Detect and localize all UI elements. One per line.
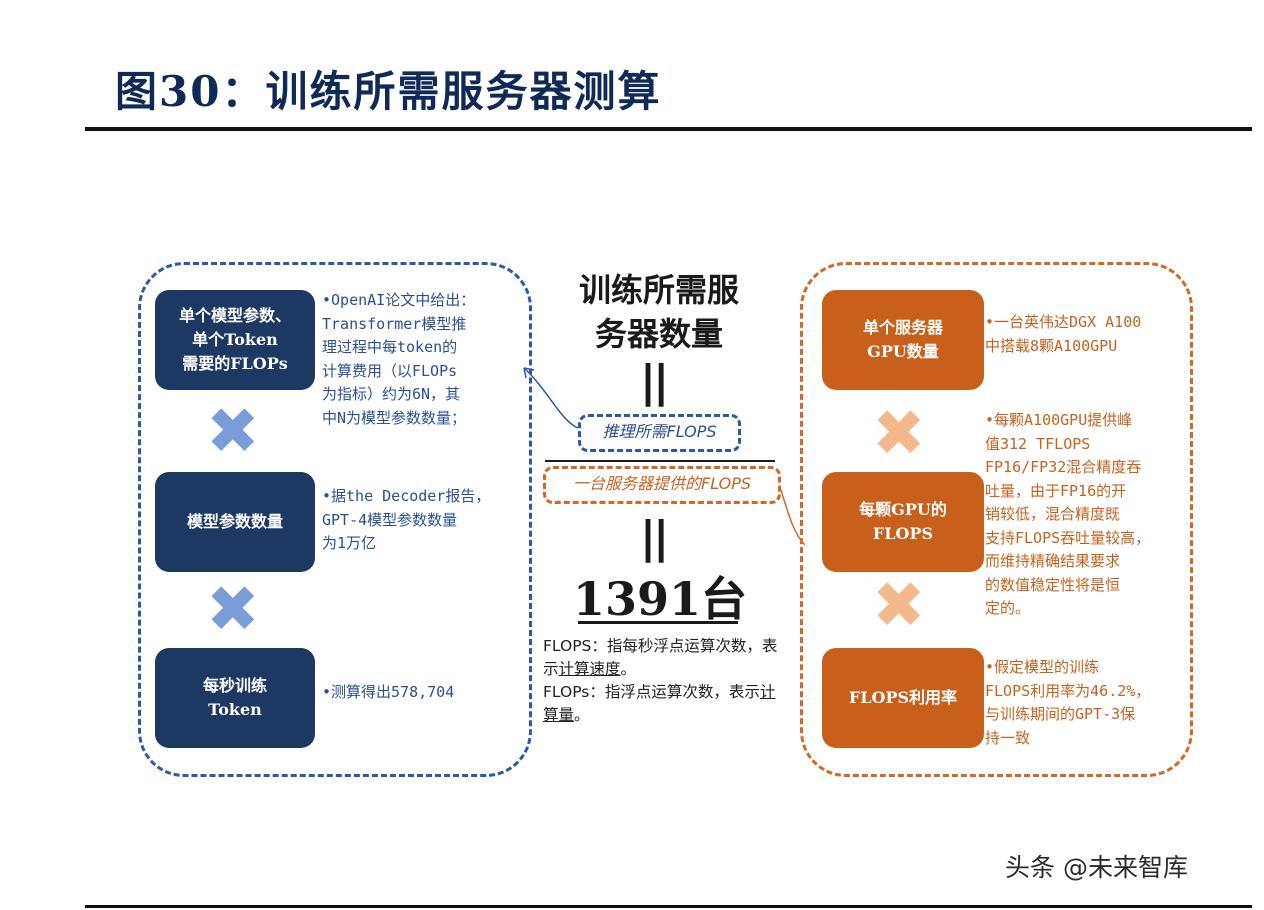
note-utilization: •假定模型的训练 FLOPS利用率为46.2%， 与训练期间的GPT-3保 持一… [985,658,1151,747]
box-flops-per-gpu: 每颗GPU的 FLOPS [822,472,984,572]
title-divider [85,127,1252,131]
connector-arrowhead [523,367,535,379]
right-dashed-panel [800,262,1193,777]
definition-flops-count: FLOPs：指浮点运算次数，表示计算量。 [543,683,776,724]
denominator-pill: 一台服务器提供的FLOPS [543,466,781,504]
multiply-icon: ✖ [206,573,260,647]
fraction-line [545,460,775,462]
note-tokens-result: •测算得出578,704 [322,683,455,701]
box-tokens-per-second: 每秒训练 Token [155,648,315,748]
box-flops-per-token: 单个模型参数、 单个Token 需要的FLOPs [155,290,315,390]
left-dashed-panel [138,262,532,777]
box-gpus-per-server: 单个服务器 GPU数量 [822,290,984,390]
equals-icon: || [640,356,669,407]
multiply-icon: ✖ [872,397,926,471]
box-flops-utilization: FLOPS利用率 [822,648,984,748]
connector-to-denominator [780,489,806,546]
note-openai-6n: •OpenAI论文中给出： Transformer模型推 理过程中每token的… [322,291,476,427]
result-value: 1391台 [572,572,748,626]
note-gpt4-params: •据the Decoder报告， GPT-4模型参数数量 为1万亿 [322,487,491,552]
definitions: FLOPS：指每秒浮点运算次数，表示计算速度。 FLOPs：指浮点运算次数，表示… [543,635,788,727]
box-model-params: 模型参数数量 [155,472,315,572]
multiply-icon: ✖ [872,569,926,643]
note-a100-peak: •每颗A100GPU提供峰 值312 TFLOPS FP16/FP32混合精度吞… [985,411,1151,617]
connector-to-numerator [523,367,579,429]
numerator-pill: 推理所需FLOPS [578,414,741,452]
bottom-divider [85,905,1252,908]
center-heading: 训练所需服 务器数量 [578,271,739,353]
watermark: 头条 @未来智库 [1005,853,1188,882]
equals-icon: || [640,512,669,563]
multiply-icon: ✖ [206,395,260,469]
result-underline [578,621,738,624]
note-dgx-a100: •一台英伟达DGX A100 中搭载8颗A100GPU [985,313,1142,355]
figure-title: 图30：训练所需服务器测算 [115,67,662,116]
definition-flops-rate: FLOPS：指每秒浮点运算次数，表示计算速度。 [543,637,778,678]
